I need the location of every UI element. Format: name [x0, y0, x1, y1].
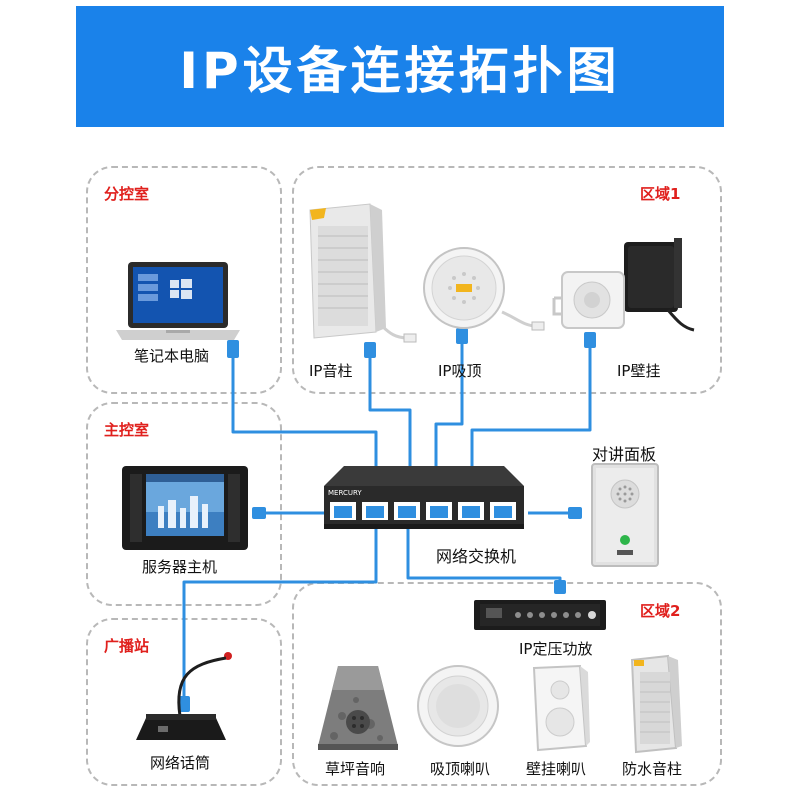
plug-ip-column — [364, 342, 376, 358]
zone-area2 — [292, 582, 722, 786]
laptop-label: 笔记本电脑 — [134, 347, 210, 365]
server-label: 服务器主机 — [142, 558, 218, 576]
wall-speaker-label: 壁挂喇叭 — [526, 760, 587, 778]
ip-wall-label: IP壁挂 — [617, 362, 661, 380]
waterproof-column-icon — [630, 654, 682, 754]
zone-main-label: 主控室 — [104, 421, 150, 439]
ip-ceiling-label: IP吸顶 — [438, 362, 482, 380]
zone-broadcast-label: 广播站 — [104, 637, 150, 655]
cable-ip-column — [368, 358, 412, 508]
ip-column-label: IP音柱 — [309, 362, 353, 380]
plug-intercom — [568, 507, 582, 519]
zone-area1 — [292, 166, 722, 394]
lawn-speaker-label: 草坪音响 — [325, 760, 386, 778]
lawn-speaker-icon — [318, 666, 398, 750]
intercom-label: 对讲面板 — [592, 445, 657, 464]
plug-ip-wall — [584, 332, 596, 348]
zone-branch-label: 分控室 — [104, 185, 150, 203]
network-microphone-icon — [136, 652, 232, 740]
zone-area2-label: 区域2 — [640, 602, 681, 620]
plug-microphone — [178, 696, 190, 712]
plug-server — [252, 507, 266, 519]
zone-branch-room — [86, 166, 282, 394]
switch-brand: MERCURY — [328, 489, 362, 497]
plug-amplifier — [554, 580, 566, 594]
ceiling-speaker-label: 吸顶喇叭 — [430, 760, 491, 778]
microphone-label: 网络话筒 — [150, 754, 211, 772]
ip-amplifier-icon — [474, 600, 606, 630]
ip-column-speaker-icon — [309, 203, 417, 343]
wall-speaker-icon — [532, 664, 590, 752]
network-switch-icon — [324, 466, 524, 529]
plug-ip-ceiling — [456, 328, 468, 344]
intercom-panel-icon — [591, 463, 659, 567]
cable-microphone — [182, 524, 378, 700]
laptop-icon — [116, 262, 240, 340]
waterproof-column-label: 防水音柱 — [622, 760, 683, 778]
page-title: IP设备连接拓扑图 — [179, 41, 621, 100]
ceiling-speaker-icon — [417, 665, 499, 747]
ip-ceiling-speaker-icon — [423, 247, 545, 331]
ip-wall-speaker-icon — [552, 238, 695, 332]
amplifier-label: IP定压功放 — [519, 640, 593, 658]
server-icon — [122, 466, 248, 550]
plug-laptop — [227, 340, 239, 358]
zone-area1-label: 区域1 — [640, 185, 681, 203]
switch-label: 网络交换机 — [436, 547, 517, 566]
title-banner: IP设备连接拓扑图 — [76, 6, 724, 127]
